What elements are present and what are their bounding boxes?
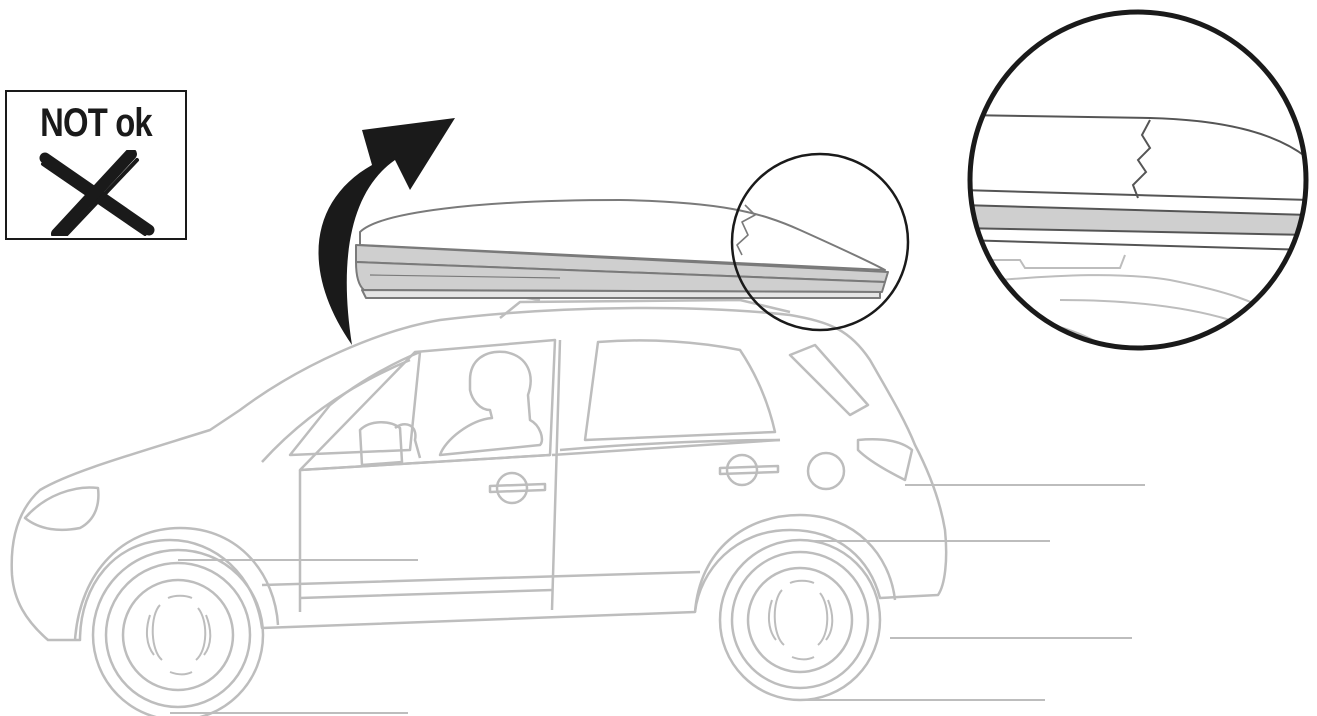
car — [12, 296, 946, 716]
motion-lines — [170, 485, 1145, 713]
magnified-view — [960, 12, 1310, 350]
roof-box — [356, 200, 888, 298]
